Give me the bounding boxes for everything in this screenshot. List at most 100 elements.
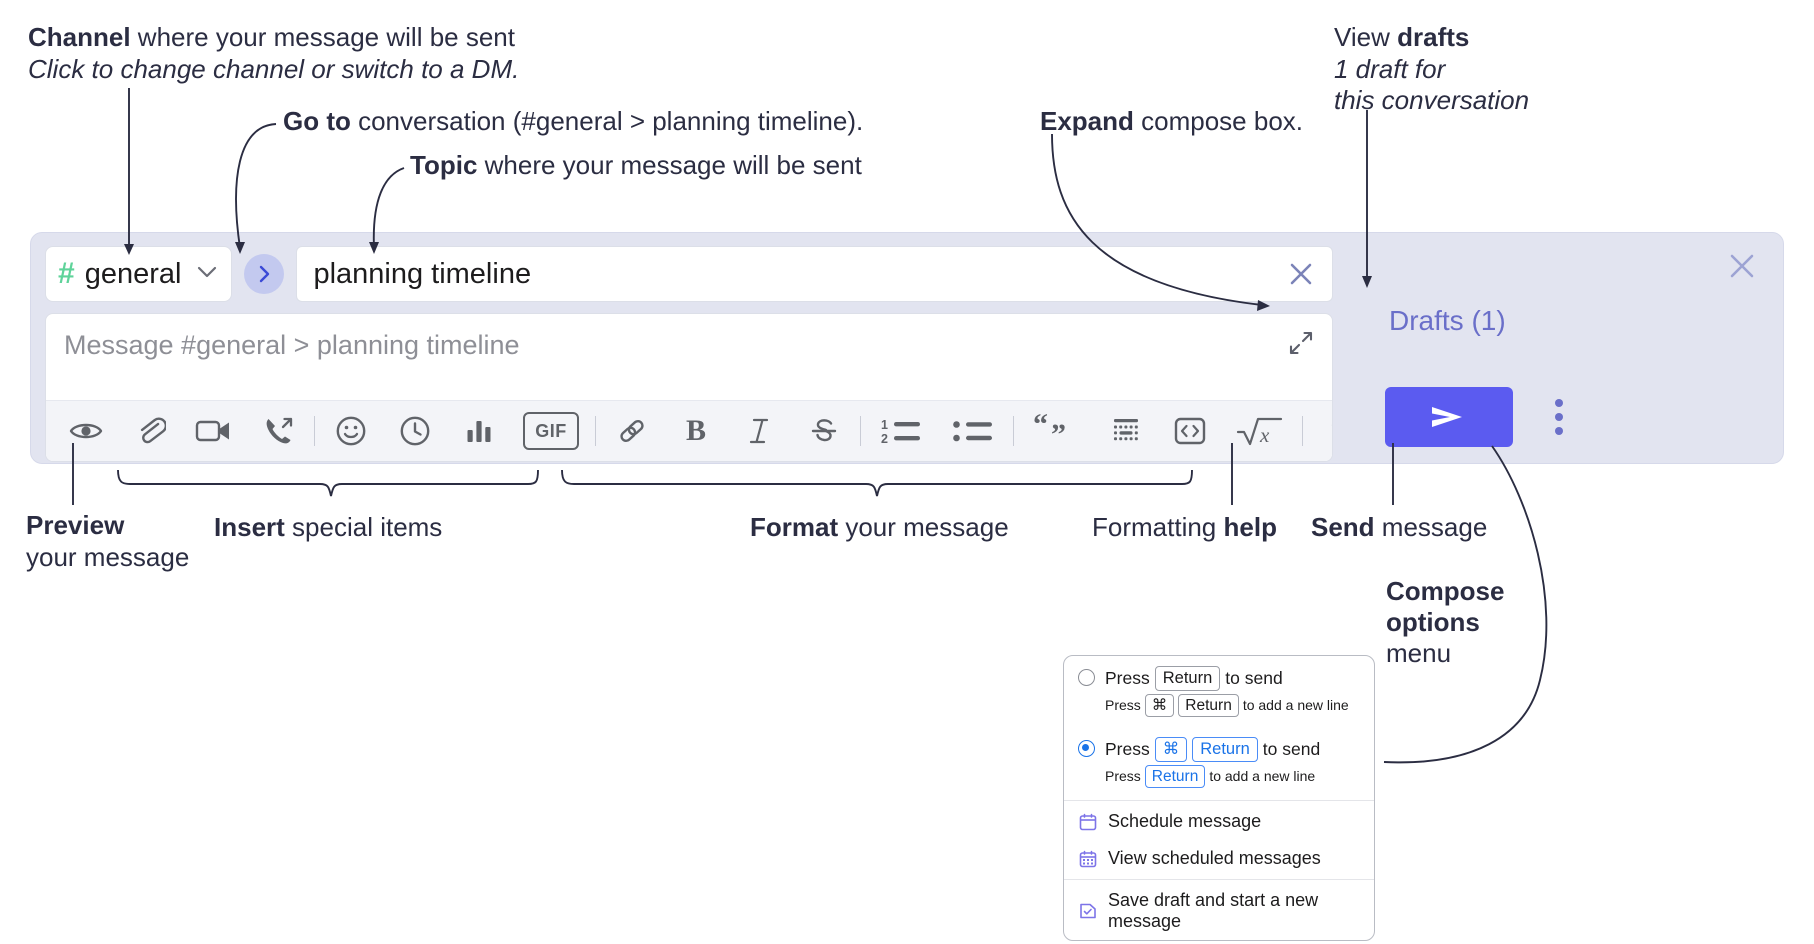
annotation-goto-rest: conversation (#general > planning timeli…: [350, 106, 864, 136]
send-message-button[interactable]: [1385, 387, 1513, 447]
annotation-format-rest: your message: [838, 512, 1009, 542]
tail-1b: to add a new line: [1242, 697, 1349, 714]
key-cmd-1: ⌘: [1144, 693, 1175, 717]
compose-main-column: # general planning timeline Message #gen…: [45, 245, 1333, 462]
press-label-1: Press: [1105, 667, 1150, 688]
menu-divider-1: [1064, 800, 1374, 801]
strikethrough-button[interactable]: [802, 409, 846, 453]
close-icon[interactable]: [1282, 255, 1320, 293]
code-block-button[interactable]: [1104, 409, 1148, 453]
send-option-return-sub: Press ⌘ Return to add a new line: [1064, 691, 1374, 727]
formatting-help-button[interactable]: ?: [1317, 409, 1332, 453]
smiley-icon: [336, 416, 366, 446]
annotation-topic-rest: where your message will be sent: [477, 150, 862, 180]
bulleted-list-button[interactable]: [947, 409, 999, 453]
record-audio-clip-button[interactable]: [256, 409, 300, 453]
emoji-button[interactable]: [329, 409, 373, 453]
channel-name: general: [84, 257, 182, 290]
send-option-cmd-return-sub: Press Return to add a new line: [1064, 762, 1374, 798]
italic-button[interactable]: [738, 409, 782, 453]
hash-icon: #: [58, 257, 75, 290]
compose-box: # general planning timeline Message #gen…: [30, 232, 1784, 464]
annotation-send-rest: message: [1374, 512, 1488, 542]
ordered-list-icon: 1 2: [881, 418, 920, 446]
insert-link-button[interactable]: [610, 409, 654, 453]
message-editor: Message #general > planning timeline: [45, 313, 1333, 462]
inline-code-button[interactable]: [1168, 409, 1212, 453]
menu-item-view-scheduled-messages[interactable]: View scheduled messages: [1064, 840, 1374, 877]
schedule-clock-button[interactable]: [393, 409, 437, 453]
compose-side-column: Drafts (1): [1347, 233, 1785, 465]
create-poll-button[interactable]: [457, 409, 501, 453]
annotation-drafts-sub1: 1 draft for: [1334, 53, 1446, 84]
tail-2: to send: [1262, 738, 1321, 759]
send-option-return[interactable]: Press Return to send: [1064, 656, 1374, 691]
menu-item-schedule-message[interactable]: Schedule message: [1064, 803, 1374, 840]
annotation-preview-sub: your message: [26, 541, 190, 572]
blockquote-button[interactable]: “ ”: [1028, 409, 1084, 453]
brace-insert: [117, 469, 539, 497]
tail-1: to send: [1225, 667, 1283, 688]
brace-format: [561, 469, 1193, 497]
code-block-icon: [1114, 419, 1138, 441]
svg-text:2: 2: [881, 432, 888, 446]
italic-icon: [749, 418, 769, 444]
annotation-goto: Go to conversation (#general > planning …: [283, 106, 863, 138]
radio-cmd-return[interactable]: [1078, 740, 1095, 757]
expand-icon[interactable]: [1284, 326, 1318, 360]
compose-options-button[interactable]: [1539, 393, 1579, 441]
quote-icon: “ ”: [1033, 414, 1066, 448]
annotation-channel-bold: Channel: [28, 22, 131, 52]
annotation-goto-bold: Go to: [283, 106, 351, 136]
formatting-toolbar: GIF B: [46, 400, 1332, 461]
annotation-insert-bold: Insert: [214, 512, 285, 542]
annotation-help-pre: Formatting: [1092, 512, 1224, 542]
annotation-help-bold: help: [1223, 512, 1277, 542]
toolbar-divider-3: [860, 416, 861, 446]
dot-3: [1555, 427, 1563, 435]
close-icon[interactable]: [1723, 247, 1761, 285]
tail-2b: to add a new line: [1209, 768, 1316, 785]
toolbar-divider-1: [314, 416, 315, 446]
annotation-format: Format your message: [750, 512, 1009, 544]
compose-header-row: # general planning timeline: [45, 245, 1333, 303]
question-mark-icon: ?: [1331, 414, 1332, 448]
bold-button[interactable]: B: [674, 409, 718, 453]
key-cmd-2: ⌘: [1154, 737, 1188, 762]
send-option-cmd-return[interactable]: Press ⌘ Return to send: [1064, 727, 1374, 762]
radio-return[interactable]: [1078, 669, 1095, 686]
insert-gif-button[interactable]: GIF: [521, 409, 581, 453]
annotation-compose-options-b2: options: [1386, 607, 1480, 638]
attach-file-button[interactable]: [128, 409, 172, 453]
math-formula-button[interactable]: x: [1232, 409, 1288, 453]
annotation-drafts-bold: drafts: [1397, 22, 1470, 52]
ordered-list-button[interactable]: 1 2: [875, 409, 927, 453]
channel-selector[interactable]: # general: [45, 246, 233, 302]
press-label-1b: Press: [1105, 697, 1141, 714]
paperclip-icon: [140, 417, 166, 444]
annotation-expand-bold: Expand: [1040, 106, 1134, 136]
send-icon: [1432, 407, 1462, 427]
press-label-2: Press: [1105, 738, 1150, 759]
key-return-1b: Return: [1178, 693, 1239, 717]
video-camera-icon: [195, 420, 229, 442]
topic-input[interactable]: planning timeline: [296, 246, 1333, 302]
svg-text:1: 1: [881, 418, 888, 432]
link-icon: [620, 419, 644, 443]
annotation-topic: Topic where your message will be sent: [410, 150, 862, 182]
annotation-drafts: View drafts 1 draft for this conversatio…: [1334, 22, 1529, 117]
go-to-conversation-button[interactable]: [244, 254, 285, 294]
clock-icon: [400, 416, 430, 446]
record-video-clip-button[interactable]: [192, 409, 236, 453]
annotation-insert: Insert special items: [214, 512, 442, 544]
annotation-preview: Preview your message: [26, 510, 189, 573]
drafts-link[interactable]: Drafts (1): [1389, 305, 1506, 336]
menu-item-save-draft[interactable]: Save draft and start a new message: [1064, 882, 1374, 940]
phone-arrow-icon: [266, 417, 293, 444]
preview-message-button[interactable]: [64, 409, 108, 453]
svg-text:“: “: [1033, 414, 1048, 441]
message-input[interactable]: Message #general > planning timeline: [46, 314, 1332, 400]
annotation-send: Send message: [1311, 512, 1487, 544]
menu-item-label: View scheduled messages: [1108, 848, 1321, 868]
